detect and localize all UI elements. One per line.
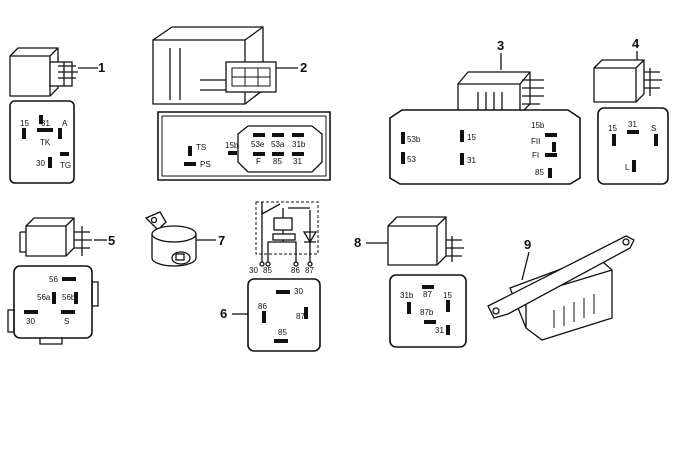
module-9-mounting-strap bbox=[487, 235, 635, 319]
callout-5: 5 bbox=[108, 233, 115, 248]
relay-2-pin-PS: PS bbox=[200, 160, 211, 169]
relay-5-pin-30: 30 bbox=[26, 317, 35, 326]
relay-4-pin-face bbox=[597, 107, 669, 185]
relay-1-pin-31: 31 bbox=[41, 119, 50, 128]
relay-6-pin-86: 86 bbox=[258, 302, 267, 311]
relay-3-group: 3 53b 15 15b FII 53 31 FI 85 bbox=[389, 38, 581, 185]
callout-9-leader bbox=[521, 251, 530, 281]
relay-6-pin-30: 30 bbox=[294, 287, 303, 296]
relay-1-pin-A: A bbox=[62, 119, 68, 128]
callout-7: 7 bbox=[218, 233, 225, 248]
relay-2-pin-F: F bbox=[256, 157, 261, 166]
relay-1-socket bbox=[49, 61, 73, 87]
relay-3-pin-53: 53 bbox=[407, 155, 416, 164]
relay-6-schematic-pin-87: 87 bbox=[305, 266, 314, 275]
relay-3-pin-face bbox=[389, 109, 581, 185]
relay-2-pin-15b: 15b bbox=[225, 141, 239, 150]
relay-5-pin-56: 56 bbox=[49, 275, 58, 284]
module-9-group: 9 bbox=[487, 235, 635, 341]
relay-1-group: 1 15 31 A TK 30 TG bbox=[9, 47, 105, 184]
relay-3-pin-85: 85 bbox=[535, 168, 544, 177]
callout-4: 4 bbox=[632, 36, 640, 51]
relay-2-pin-85: 85 bbox=[273, 157, 282, 166]
callout-8: 8 bbox=[354, 235, 361, 250]
relay-6-coil bbox=[273, 217, 293, 231]
relay-8-group: 8 31b 87 15 87b 31 bbox=[354, 216, 467, 348]
relay-6-pin-face bbox=[247, 278, 321, 352]
relay-6-pin-85: 85 bbox=[278, 328, 287, 337]
callout-1: 1 bbox=[98, 60, 105, 75]
relay-2-pin-53a: 53a bbox=[271, 140, 285, 149]
relay-1-pin-face bbox=[9, 100, 75, 184]
relay-3-pin-15: 15 bbox=[467, 133, 476, 142]
relay-8-pin-87b: 87b bbox=[420, 308, 434, 317]
relay-6-schematic: 30 85 86 87 bbox=[249, 201, 319, 275]
relay-2-group: 2 TS PS 15b 53e 53a 31b F 85 31 bbox=[152, 26, 331, 181]
relay-3-pin-FI: FI bbox=[532, 151, 539, 160]
relay-1-pin-TK: TK bbox=[40, 138, 51, 147]
relay-5-body bbox=[25, 217, 75, 257]
relay-2-connector-outline bbox=[237, 125, 323, 173]
relay-5-group: 5 56 56a 56b 30 S bbox=[7, 217, 115, 345]
flasher-7-group: 7 bbox=[144, 211, 225, 267]
relay-6-pin-87: 87 bbox=[296, 312, 305, 321]
relay-4-pin-31: 31 bbox=[628, 120, 637, 129]
relay-8-pin-87: 87 bbox=[423, 290, 432, 299]
relay-6-schematic-pin-86: 86 bbox=[291, 266, 300, 275]
relay-1-pin-15: 15 bbox=[20, 119, 29, 128]
resistor-icon bbox=[272, 233, 296, 241]
relay-4-pin-L: L bbox=[625, 163, 630, 172]
callout-6: 6 bbox=[220, 306, 227, 321]
relay-8-pin-31: 31 bbox=[435, 326, 444, 335]
relay-3-pin-53b: 53b bbox=[407, 135, 421, 144]
callout-9: 9 bbox=[524, 237, 531, 252]
relay-4-pin-S: S bbox=[651, 124, 656, 133]
relay-6-schematic-pin-30: 30 bbox=[249, 266, 258, 275]
relay-3-pin-31: 31 bbox=[467, 156, 476, 165]
relay-5-pin-56a: 56a bbox=[37, 293, 51, 302]
relay-1-body bbox=[9, 47, 59, 97]
relay-8-pin-31b: 31b bbox=[400, 291, 414, 300]
relay-8-pin-15: 15 bbox=[443, 291, 452, 300]
callout-2: 2 bbox=[300, 60, 307, 75]
relay-4-pin-15: 15 bbox=[608, 124, 617, 133]
relay-4-body bbox=[593, 59, 645, 103]
relay-4-group: 4 15 31 S L bbox=[593, 36, 669, 185]
relay-2-pin-31: 31 bbox=[293, 157, 302, 166]
relay-5-pin-S: S bbox=[64, 317, 69, 326]
callout-3: 3 bbox=[497, 38, 504, 53]
diode-icon bbox=[302, 231, 318, 244]
relay-3-pin-15b: 15b bbox=[531, 121, 545, 130]
relay-6-schematic-pin-85: 85 bbox=[263, 266, 272, 275]
relay-1-pin-30: 30 bbox=[36, 159, 45, 168]
relay-2-pin-53e: 53e bbox=[251, 140, 265, 149]
relay-5-pin-56b: 56b bbox=[62, 293, 76, 302]
relay-6-group: 30 85 86 87 6 30 86 87 85 bbox=[220, 201, 321, 352]
relay-2-pin-31b: 31b bbox=[292, 140, 306, 149]
relay-2-pin-TS: TS bbox=[196, 143, 206, 152]
relay-3-pin-FII: FII bbox=[531, 137, 540, 146]
relay-2-pin-face bbox=[157, 111, 331, 181]
relay-1-pin-TG: TG bbox=[60, 161, 71, 170]
